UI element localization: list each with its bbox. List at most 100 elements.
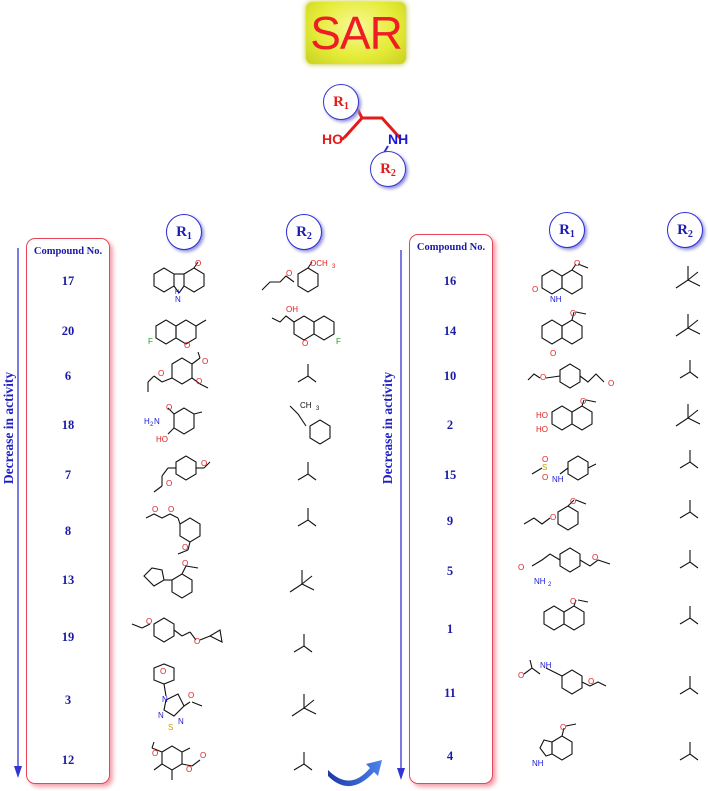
svg-text:OCH: OCH [310,259,328,268]
right-r2-4 [679,742,699,761]
svg-text:O: O [286,269,292,278]
left-r2-18: CH 3 [289,401,331,445]
svg-text:O: O [158,369,164,378]
left-r2-8 [297,508,317,527]
left-compound-20: 20 [61,324,75,338]
svg-text:O: O [518,671,524,680]
right-trend-label: Decrease in activity [380,371,395,485]
svg-text:O: O [168,505,174,514]
svg-text:O: O [550,349,556,358]
svg-text:O: O [182,543,188,552]
right-r1-16: O O NH [532,259,589,304]
svg-text:HO: HO [536,425,548,434]
svg-text:NH: NH [552,475,564,484]
svg-text:O: O [540,373,546,382]
left-r1-13: O [143,559,199,599]
svg-text:O: O [560,723,566,732]
right-compound-title: Compound No. [416,242,486,253]
svg-text:H: H [144,417,150,426]
core-r2-label: R [380,160,391,177]
right-r2-14 [675,314,701,337]
svg-text:O: O [194,637,200,646]
svg-text:O: O [152,749,158,758]
right-r2-1 [679,606,699,625]
svg-text:O: O [518,563,524,572]
svg-text:N: N [178,717,184,726]
svg-text:O: O [542,455,548,464]
svg-text:O: O [542,473,548,482]
right-r1-15: S O O NH [531,455,597,484]
right-r2-11 [679,676,699,695]
svg-text:HO: HO [156,435,168,444]
left-compound-7: 7 [64,468,72,482]
right-compound-1: 1 [446,622,454,636]
left-r2-6 [297,364,317,383]
svg-text:O: O [550,513,556,522]
right-r1-10: O O [527,363,614,389]
svg-text:NH: NH [534,577,546,586]
svg-text:O: O [146,617,152,626]
left-r1-20: F O [148,319,207,350]
left-r2-17: O OCH 3 [261,259,336,293]
left-r2-3 [291,694,317,717]
right-compound-14: 14 [443,324,457,338]
right-r1-2: O HO HO [536,397,597,434]
left-r1-6: O O O [147,351,209,392]
left-r1-19: O O [131,617,223,646]
core-r1-sub: 1 [343,100,349,112]
svg-text:O: O [532,285,538,294]
svg-text:O: O [196,377,202,386]
right-r1-14: O O [541,309,587,358]
left-r1-18: O H 2 N HO [144,403,203,444]
left-compound-3: 3 [64,693,72,707]
left-trend-arrow [14,248,22,778]
svg-text:O: O [570,309,576,318]
svg-text:3: 3 [332,264,336,270]
left-compound-18: 18 [61,418,75,432]
right-r1-4: O NH [532,723,577,768]
svg-text:O: O [588,677,594,686]
svg-text:S: S [542,463,547,472]
title-badge [306,2,406,64]
svg-text:N: N [175,295,181,304]
svg-text:O: O [202,357,208,366]
right-r2-15 [679,450,699,469]
left-compound-title: Compound No. [33,246,103,257]
svg-text:O: O [302,339,308,348]
core-r1-label: R [333,93,344,110]
right-r2-5 [679,550,699,569]
left-compound-8: 8 [64,524,72,538]
right-trend-arrow [397,250,405,780]
left-r2-13 [289,570,315,593]
left-compound-17: 17 [61,274,75,288]
right-r1-9: O O [523,497,587,531]
left-compound-13: 13 [61,573,75,587]
page-title: SAR [310,7,403,59]
svg-text:O: O [608,379,614,388]
svg-text:O: O [200,751,206,760]
right-compound-box: Compound No. [409,234,493,784]
svg-text:OH: OH [286,305,298,314]
svg-text:O: O [574,259,580,268]
svg-text:F: F [336,337,341,346]
right-r2-2 [675,404,701,427]
svg-text:O: O [166,403,172,412]
left-r1-7: O O [153,455,211,493]
curved-continue-arrow [328,760,382,787]
right-r1-1: O [543,597,589,631]
left-compound-19: 19 [61,630,75,644]
left-r1-8: O O O [145,505,201,555]
right-compound-15: 15 [443,468,457,482]
svg-text:O: O [570,497,576,506]
left-r2-20: OH O F [271,305,341,348]
svg-text:O: O [160,667,166,676]
left-r1-12: O O O [151,741,206,780]
left-r1-3: O N O N N S [153,663,203,732]
svg-text:NH: NH [532,759,544,768]
right-r1-5: O NH 2 O [518,547,611,588]
right-r2-16 [675,266,701,289]
